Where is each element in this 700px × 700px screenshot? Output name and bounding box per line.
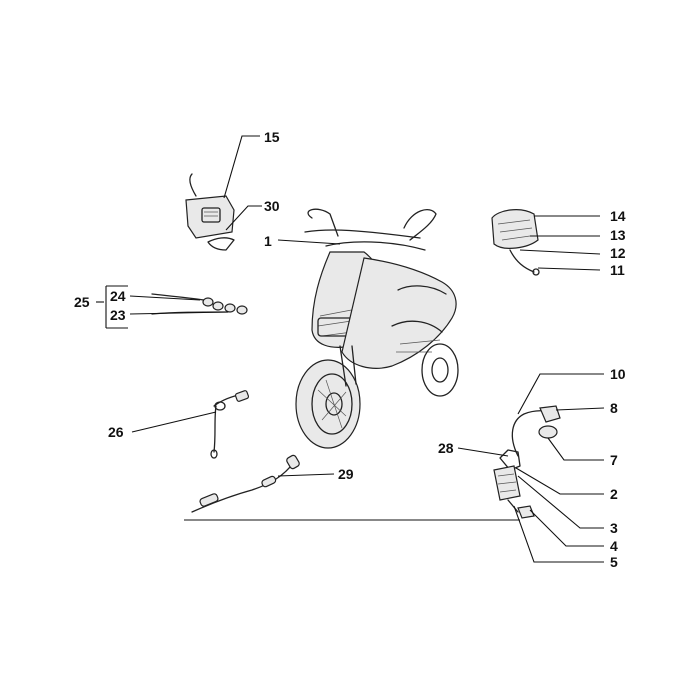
part-26-cable [210, 390, 250, 459]
part-29-spark-lead [191, 454, 300, 513]
callout-30: 30 [264, 198, 280, 214]
callout-3: 3 [610, 520, 618, 536]
callout-29: 29 [338, 466, 354, 482]
callout-1: 1 [264, 233, 272, 249]
left-handlebar-switch [185, 173, 235, 251]
callout-labels: 15 30 1 14 13 12 11 25 24 23 26 29 10 8 … [74, 129, 626, 570]
callout-11: 11 [610, 262, 625, 278]
electrical-cluster [493, 405, 561, 519]
callout-7: 7 [610, 452, 618, 468]
callout-25: 25 [74, 294, 90, 310]
callout-15: 15 [264, 129, 280, 145]
callout-28: 28 [438, 440, 454, 456]
bulb-set [151, 293, 248, 315]
callout-14: 14 [610, 208, 626, 224]
callout-24: 24 [110, 288, 126, 304]
callout-10: 10 [610, 366, 626, 382]
ignition-unit [491, 209, 540, 276]
callout-5: 5 [610, 554, 618, 570]
callout-8: 8 [610, 400, 618, 416]
callout-26: 26 [108, 424, 124, 440]
callout-13: 13 [610, 227, 626, 243]
callout-4: 4 [610, 538, 618, 554]
callout-23: 23 [110, 307, 126, 323]
scooter-illustration [295, 208, 459, 449]
callout-2: 2 [610, 486, 618, 502]
callout-12: 12 [610, 245, 626, 261]
leader-lines [96, 135, 605, 563]
